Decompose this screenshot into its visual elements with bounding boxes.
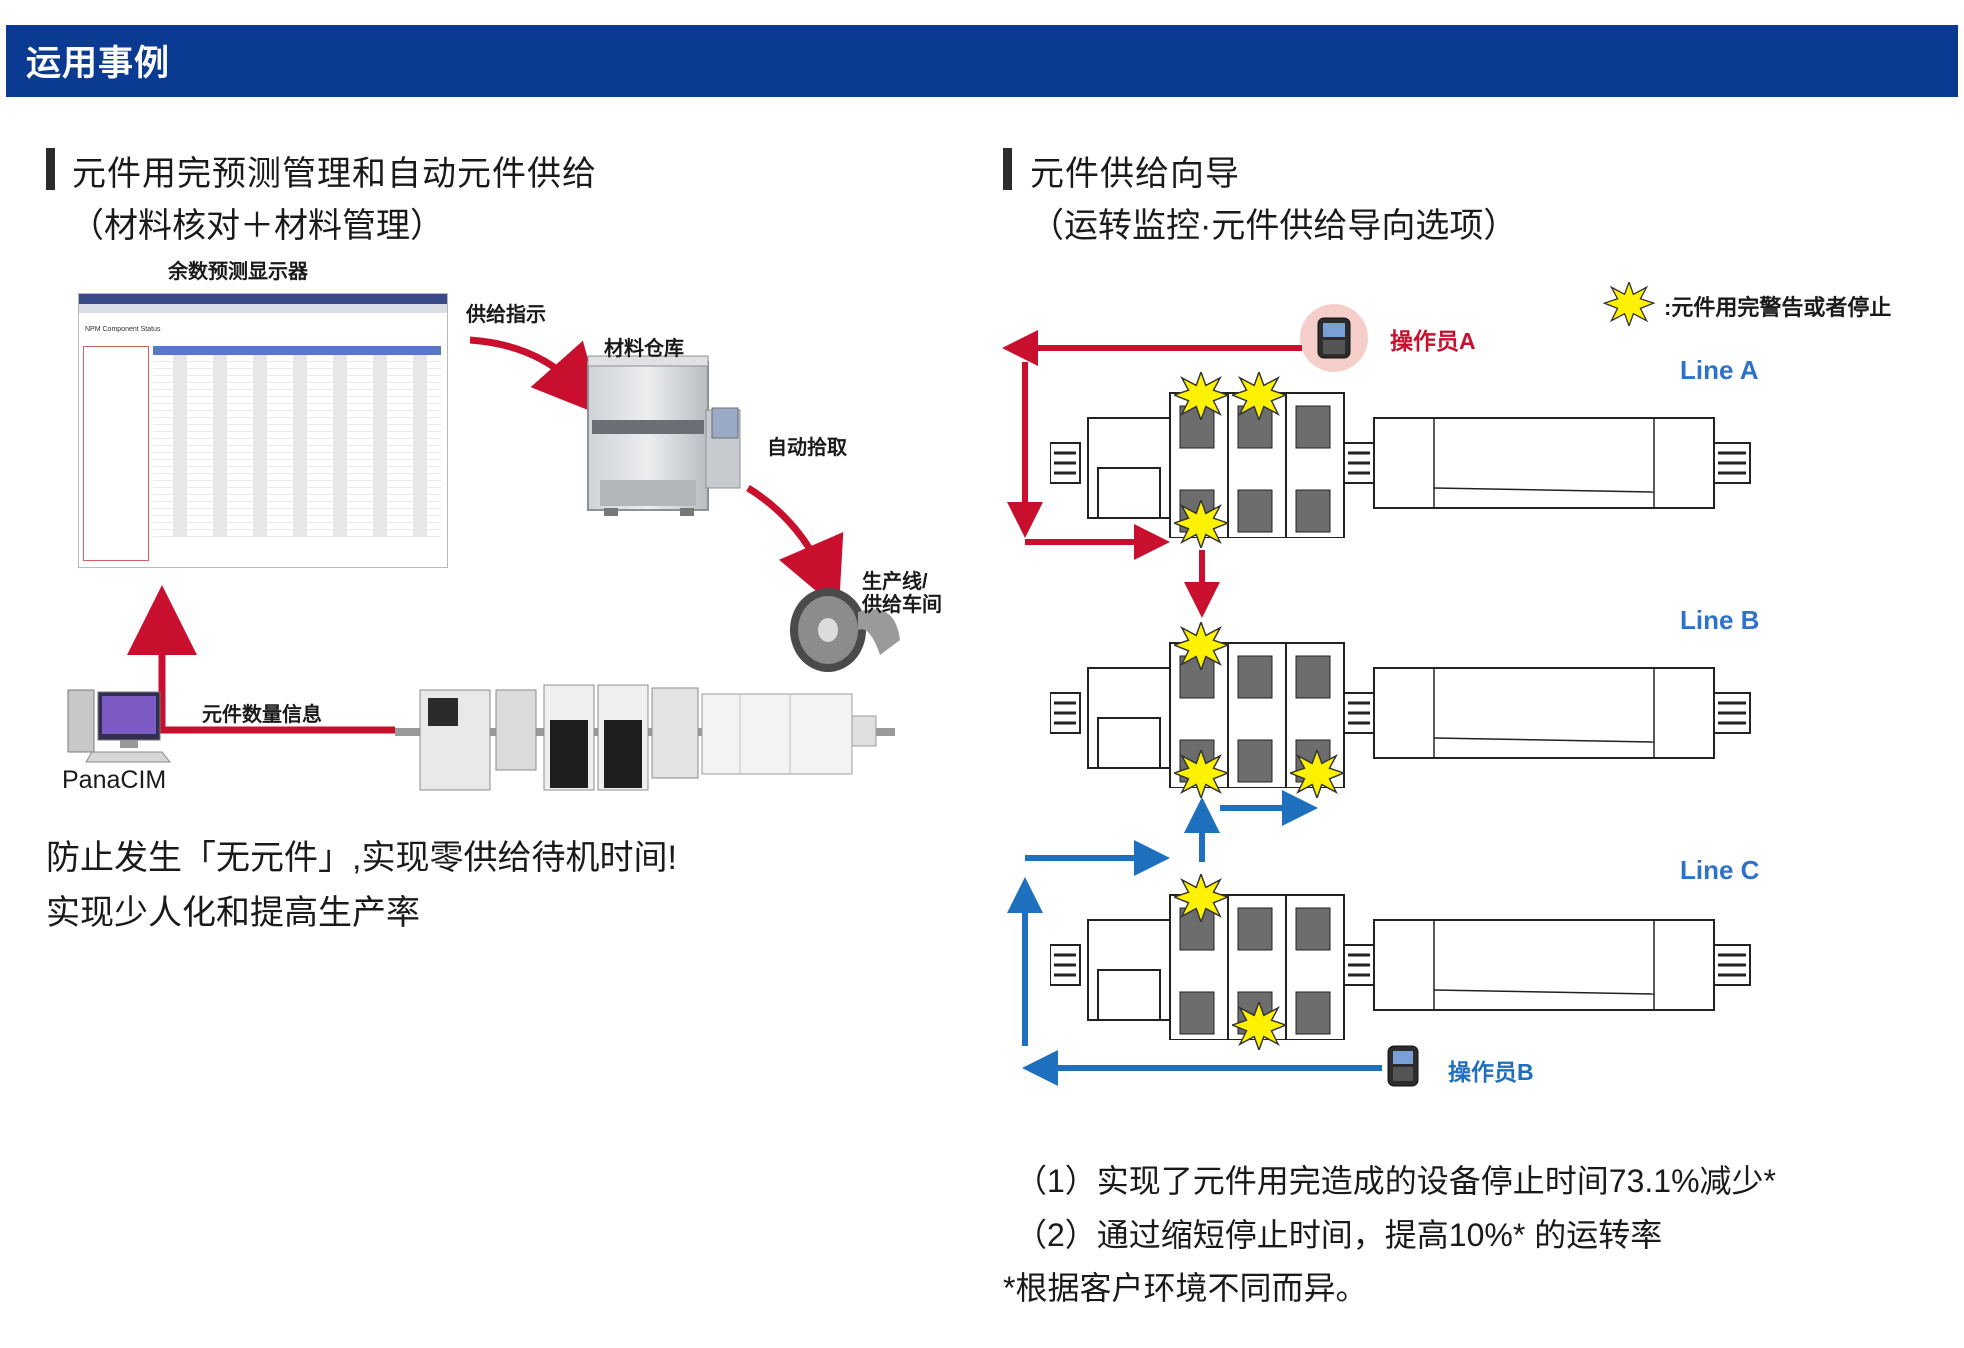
warning-star-icon <box>1174 874 1228 922</box>
remaining-forecast-screen: NPM Component Status <box>78 293 448 568</box>
screen-caption: NPM Component Status <box>85 326 161 333</box>
screen-table <box>153 346 441 561</box>
component-info-label: 元件数量信息 <box>202 704 322 726</box>
right-section-subtitle: （运转监控·元件供给导向选项） <box>1030 207 1518 245</box>
section-marker-right <box>1003 148 1012 190</box>
line-workshop-label-2: 供给车间 <box>862 594 942 616</box>
warning-star-icon <box>1174 372 1228 420</box>
operator-b-phone-icon <box>1387 1045 1419 1087</box>
operator-a-label: 操作员A <box>1390 328 1476 354</box>
right-diagram <box>1002 282 1752 1087</box>
note-1: （1）实现了元件用完造成的设备停止时间73.1%减少* <box>1015 1163 1776 1199</box>
screen-urlbar <box>79 304 447 313</box>
right-section-title: 元件供给向导 <box>1030 155 1240 193</box>
operator-a-phone-icon <box>1300 304 1368 372</box>
display-label: 余数预测显示器 <box>168 261 308 283</box>
left-body-line-1: 防止发生「无元件」,实现零供给待机时间! <box>46 839 677 877</box>
line-b-machine <box>1050 641 1752 788</box>
note-2: （2）通过缩短停止时间，提高10%* 的运转率 <box>1015 1217 1663 1253</box>
warning-star-icon <box>1232 372 1286 420</box>
warning-star-icon <box>1174 750 1228 798</box>
left-body-line-2: 实现少人化和提高生产率 <box>46 894 420 932</box>
page-title: 运用事例 <box>26 44 171 83</box>
section-marker-left <box>46 148 55 190</box>
left-diagram <box>67 336 900 791</box>
warning-star-icon <box>1290 750 1344 798</box>
screen-titlebar <box>79 294 447 304</box>
pickup-arrow <box>746 485 844 611</box>
line-workshop-label-1: 生产线/ <box>862 571 928 593</box>
operator-b-label: 操作员B <box>1448 1059 1534 1085</box>
warning-star-icon <box>1232 1002 1286 1050</box>
panacim-label: PanaCIM <box>62 766 167 794</box>
header-bar: 运用事例 <box>6 25 1958 97</box>
line-c-machine <box>1050 893 1752 1040</box>
warehouse-cabinet <box>587 355 741 516</box>
legend-text: :元件用完警告或者停止 <box>1664 295 1892 320</box>
legend-star-icon <box>1603 282 1655 326</box>
note-3: *根据客户环境不同而异。 <box>1003 1270 1368 1306</box>
line-a-machine <box>1050 391 1752 538</box>
supply-instruction-label: 供给指示 <box>466 304 546 326</box>
warning-star-icon <box>1174 500 1228 548</box>
production-line-image <box>395 684 895 791</box>
supply-arrow <box>469 336 604 417</box>
component-info-arrow <box>127 585 395 734</box>
left-section-title: 元件用完预测管理和自动元件供给 <box>72 155 597 193</box>
warehouse-label: 材料仓库 <box>604 338 684 360</box>
screen-sidebar <box>83 346 149 561</box>
left-section-subtitle: （材料核对＋材料管理） <box>70 207 444 245</box>
warning-star-icon <box>1174 622 1228 670</box>
line-a-label: Line A <box>1680 355 1759 385</box>
line-c-label: Line C <box>1680 855 1760 885</box>
line-b-label: Line B <box>1680 605 1760 635</box>
component-reel-icon <box>790 588 900 672</box>
panacim-computer-icon <box>67 689 172 763</box>
auto-pick-label: 自动拾取 <box>767 437 847 459</box>
